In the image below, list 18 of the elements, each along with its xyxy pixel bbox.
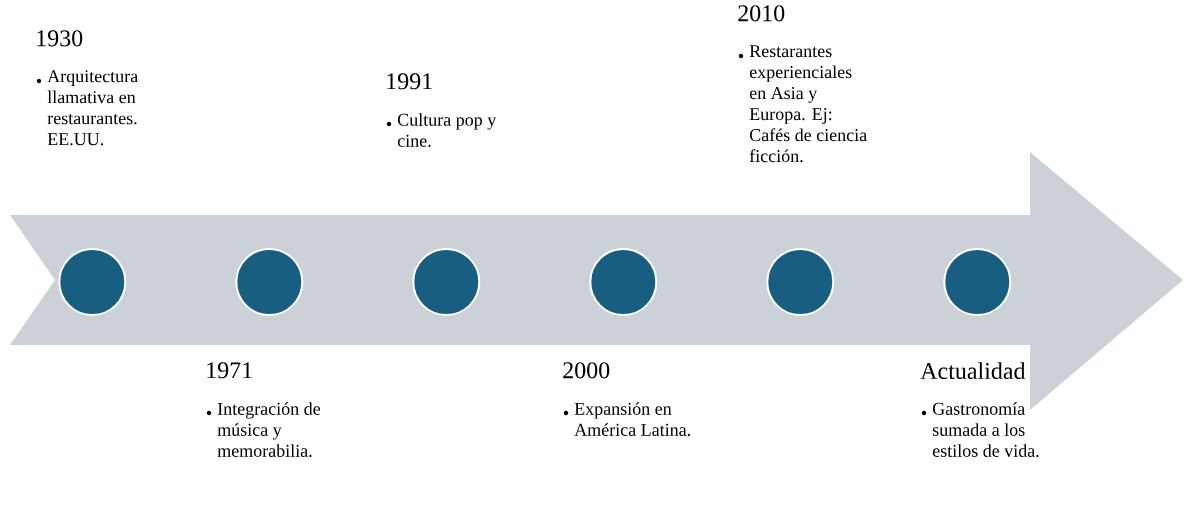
timeline-dot xyxy=(58,248,127,316)
description-text: Integración de música y memorabilia. xyxy=(217,402,321,457)
year-label: 1971 xyxy=(207,362,252,379)
year-label: 1991 xyxy=(387,73,432,90)
timeline-dot xyxy=(943,248,1012,316)
year-label: Actualidad xyxy=(920,362,1026,380)
description-text: Restarantes experienciales en Asia y Europa. Ej: Cafés de ciencia ficción. xyxy=(749,45,867,163)
year-label: 1930 xyxy=(37,30,83,47)
description-text: Cultura pop y cine. xyxy=(397,113,497,147)
description-text: Arquitectura llamativa en restaurantes. EE.UU. xyxy=(47,70,138,146)
description-text: Gastronomía sumada a los estilos de vida. xyxy=(932,402,1039,457)
timeline-dot xyxy=(412,248,481,316)
timeline-dot xyxy=(766,248,835,316)
year-label: 2000 xyxy=(563,362,610,379)
description-text: Expansión en América Latina. xyxy=(574,402,690,436)
year-label: 2010 xyxy=(738,5,785,22)
timeline-dot xyxy=(589,248,658,316)
timeline-dot xyxy=(235,248,304,316)
